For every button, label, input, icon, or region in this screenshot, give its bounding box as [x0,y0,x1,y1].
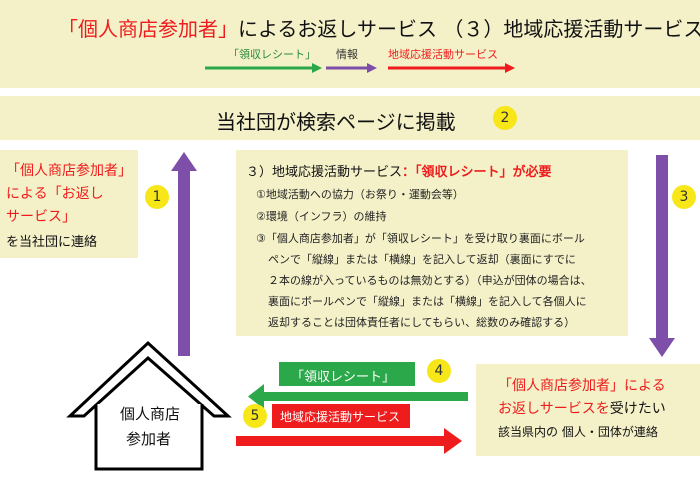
legend-info-label: 情報 [336,48,358,61]
arrow-green-left [248,384,468,409]
center-heading-black: ３）地域応援活動サービス [246,165,403,180]
service-arrow-label: 地域応援活動サービス [272,404,410,428]
center-item-3-cont-4: 返却することは団体責任者にしてもらい、総数のみ確認する） [268,316,576,329]
title-black-part: によるお返しサービス （３）地域応援活動サービス [238,17,700,41]
step-1-badge: 1 [145,185,169,209]
arrow-red-right [236,428,462,454]
center-heading-red: ：「領収レシート」が必要 [402,165,552,180]
legend-service-label: 地域応援活動サービス [388,48,498,61]
left-box-line1: 「個人商店参加者」 [6,163,132,179]
left-box [0,150,138,258]
house-icon [66,340,232,471]
right-box-line2: お返しサービスを受けたい [498,398,666,418]
service-arrow-label-text: 地域応援活動サービス [280,410,401,424]
left-box-line3: サービス」 [6,209,76,225]
house-label-line2: 参加者 [126,430,172,448]
title-box [0,0,700,88]
receipt-arrow-label-text: 「領収レシート」 [291,370,396,385]
title-red-part: 「個人商店参加者」 [58,17,238,41]
legend-purple-arrow [326,63,377,73]
right-box [476,364,700,456]
center-item-1: ①地域活動への協力（お祭り・運動会等） [256,188,464,201]
center-item-3-cont-3: 裏面にボールペンで「縦線」または「横線」を記入して各個人に [268,295,587,308]
left-box-line2: による「お返し [6,186,104,202]
legend-green-arrow [205,63,322,73]
left-box-line4: を当社団に連絡 [6,235,98,250]
step-4-badge: 4 [427,359,451,383]
receipt-arrow-label: 「領収レシート」 [279,362,415,386]
page-title: 「個人商店参加者」によるお返しサービス （３）地域応援活動サービス [58,13,700,42]
step-2-badge: 2 [493,106,517,130]
center-box [236,150,628,336]
step-5-badge: 5 [243,404,267,428]
right-box-line1: 「個人商店参加者」による [498,378,666,394]
arrow-up-purple [171,152,197,356]
legend-receipt-label: 「領収レシート」 [228,48,316,61]
step-3-badge: 3 [672,185,696,209]
banner-box [0,96,700,140]
house-label-line1: 個人商店 [120,405,181,423]
right-box-line3: 該当県内の 個人・団体が連絡 [498,425,658,439]
center-item-3-cont-2: ２本の線が入っているものは無効とする）（申込が団体の場合は、 [268,274,592,287]
arrow-down-purple [649,155,675,357]
center-item-2: ②環境（インフラ）の維持 [256,210,387,223]
center-item-3-cont-1: ペンで「縦線」または「横線」を記入して返却（裏面にすでに [268,253,576,266]
banner-text: 当社団が検索ページに掲載 [216,110,456,134]
center-heading: ３）地域応援活動サービス：「領収レシート」が必要 [246,161,552,180]
right-box-line2-black: 受けたい [609,401,666,417]
right-box-line2-red: お返しサービスを [498,401,610,417]
legend-red-arrow [388,63,515,73]
center-item-3: ③「個人商店参加者」が「領収レシート」を受け取り裏面にボール [256,232,585,245]
